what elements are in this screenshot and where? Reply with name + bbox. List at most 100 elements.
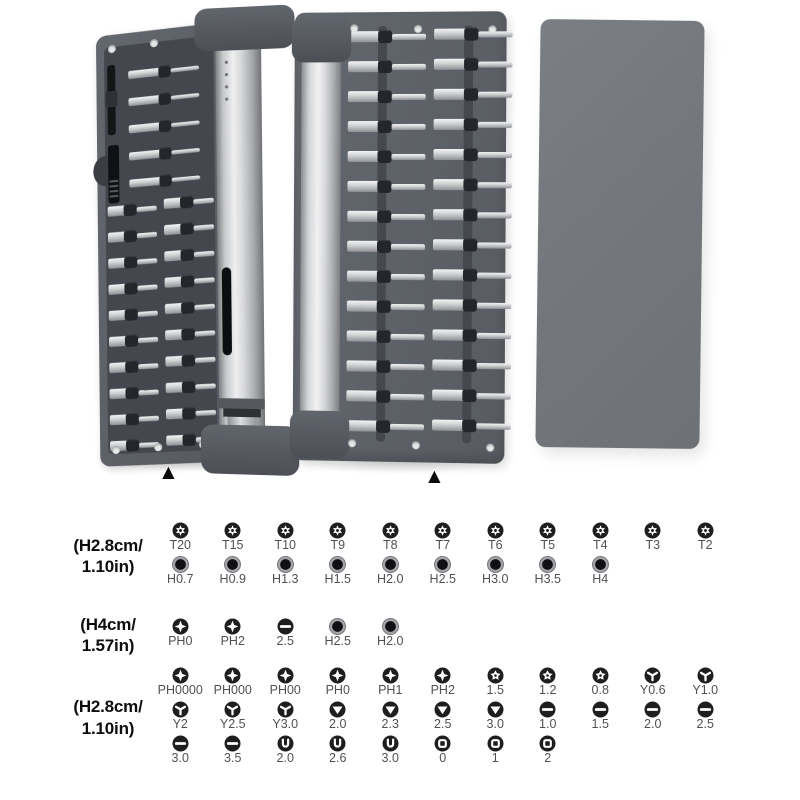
screwdriver-bit [433,178,514,192]
bit-item: H3.0 [469,556,522,590]
screwdriver-bit [165,406,217,421]
short-bit-column [107,201,161,452]
torx-icon [487,522,504,539]
short-bit-column [163,193,218,447]
bit-size-label: T6 [487,538,503,552]
bit-item: 1.5 [574,701,627,735]
bit-item: T5 [522,522,575,556]
screwdriver-bit [433,208,514,222]
bit-size-label: 2.5 [434,716,452,731]
bit-item: 1.5 [469,667,522,701]
bit-size-label: T8 [382,538,398,552]
hex-icon [486,556,504,573]
handle-dot [225,97,229,101]
bit-item: T9 [312,522,365,556]
bit-item: T3 [627,522,680,556]
screwdriver-bit [346,389,426,403]
bit-item: Y2.5 [207,701,260,735]
bit-size-label: PH000 [213,682,252,697]
triangle-icon [434,701,451,717]
bit-size-label: T5 [540,538,556,552]
bit-size-label: 2.0 [644,716,662,731]
dimension-line: 1.57in) [81,636,135,656]
case-hinge-corner [194,4,295,52]
bit-size-label: 1.5 [486,682,504,697]
bit-item: T10 [259,522,312,556]
bit-item: PH00 [259,667,312,701]
hex-icon [276,556,294,573]
bit-item: T20 [154,522,207,556]
pentalobe-icon [592,667,609,683]
slotted-icon [277,618,294,635]
bit-item: 2.0 [312,701,365,735]
middle-case-tray [342,25,513,452]
screwdriver-bit [164,300,216,316]
left-case-tray [93,35,218,455]
pentalobe-icon [487,667,504,683]
screwdriver-bit [128,144,200,163]
bit-size-label: 0 [439,750,447,765]
left-case-shell [93,22,226,467]
bit-item: H3.5 [522,556,575,590]
bit-size-label: 3.5 [224,750,242,765]
bit-item: 2 [522,735,575,769]
bit-item: 3.0 [154,735,207,769]
screw-hole [486,443,495,452]
screwdriver-bit [107,228,158,244]
dimension-line: 1.10in) [81,557,135,576]
bit-item: Y1.0 [679,667,732,701]
slotted-icon [644,701,661,717]
screwdriver-bit [109,385,160,400]
triY-icon [644,667,661,683]
bit-size-label: 1.5 [591,716,609,731]
dimension-label: (H4cm/1.57in) [62,614,154,657]
screwdriver-handle [299,26,342,449]
bit-item: T15 [207,522,260,556]
screwdriver-bit [347,120,428,134]
hex-icon [434,556,452,573]
screwdriver-bit [432,358,513,373]
screwdriver-bit [346,419,426,433]
screw-hole [488,25,497,34]
screwdriver-bit [128,116,200,135]
phillips-icon [434,667,451,683]
bit-item: H2.5 [417,556,470,590]
screw-hole [411,441,420,450]
bit-item: T4 [574,522,627,556]
torx-icon [224,522,241,539]
bit-size-label: T10 [274,538,297,552]
bit-size-label: T9 [330,538,346,552]
screwdriver-bit [347,179,427,193]
phillips-icon [172,618,189,635]
slotted-icon [224,735,241,751]
bit-item: H0.7 [154,556,207,590]
bit-item: 2.5 [417,701,470,735]
bit-size-label: PH0 [168,634,193,649]
bit-item: 0 [417,735,470,769]
hex-icon [171,556,189,573]
bit-column [432,27,515,433]
bit-size-label: T4 [592,538,608,552]
torx-icon [277,522,294,539]
bit-size-label: Y0.6 [639,682,666,697]
bit-item: PH0 [312,667,365,701]
bit-item: PH0 [154,618,207,652]
bit-size-label: H1.3 [272,572,299,586]
bit-size-label: PH0000 [157,682,203,697]
case-hinge-corner [200,424,300,477]
screwdriver-bit [109,412,160,427]
bit-size-label: PH2 [220,634,245,649]
phillips-icon [224,618,241,635]
bit-size-label: T3 [645,538,661,552]
screwdriver-bit [432,328,513,342]
bit-size-label: H1.5 [324,572,351,586]
screwdriver-bit [107,201,158,217]
bit-size-label: PH0 [325,682,350,697]
torx-icon [172,522,189,539]
phillips-icon [172,667,189,683]
bit-size-label: 1 [491,750,499,765]
